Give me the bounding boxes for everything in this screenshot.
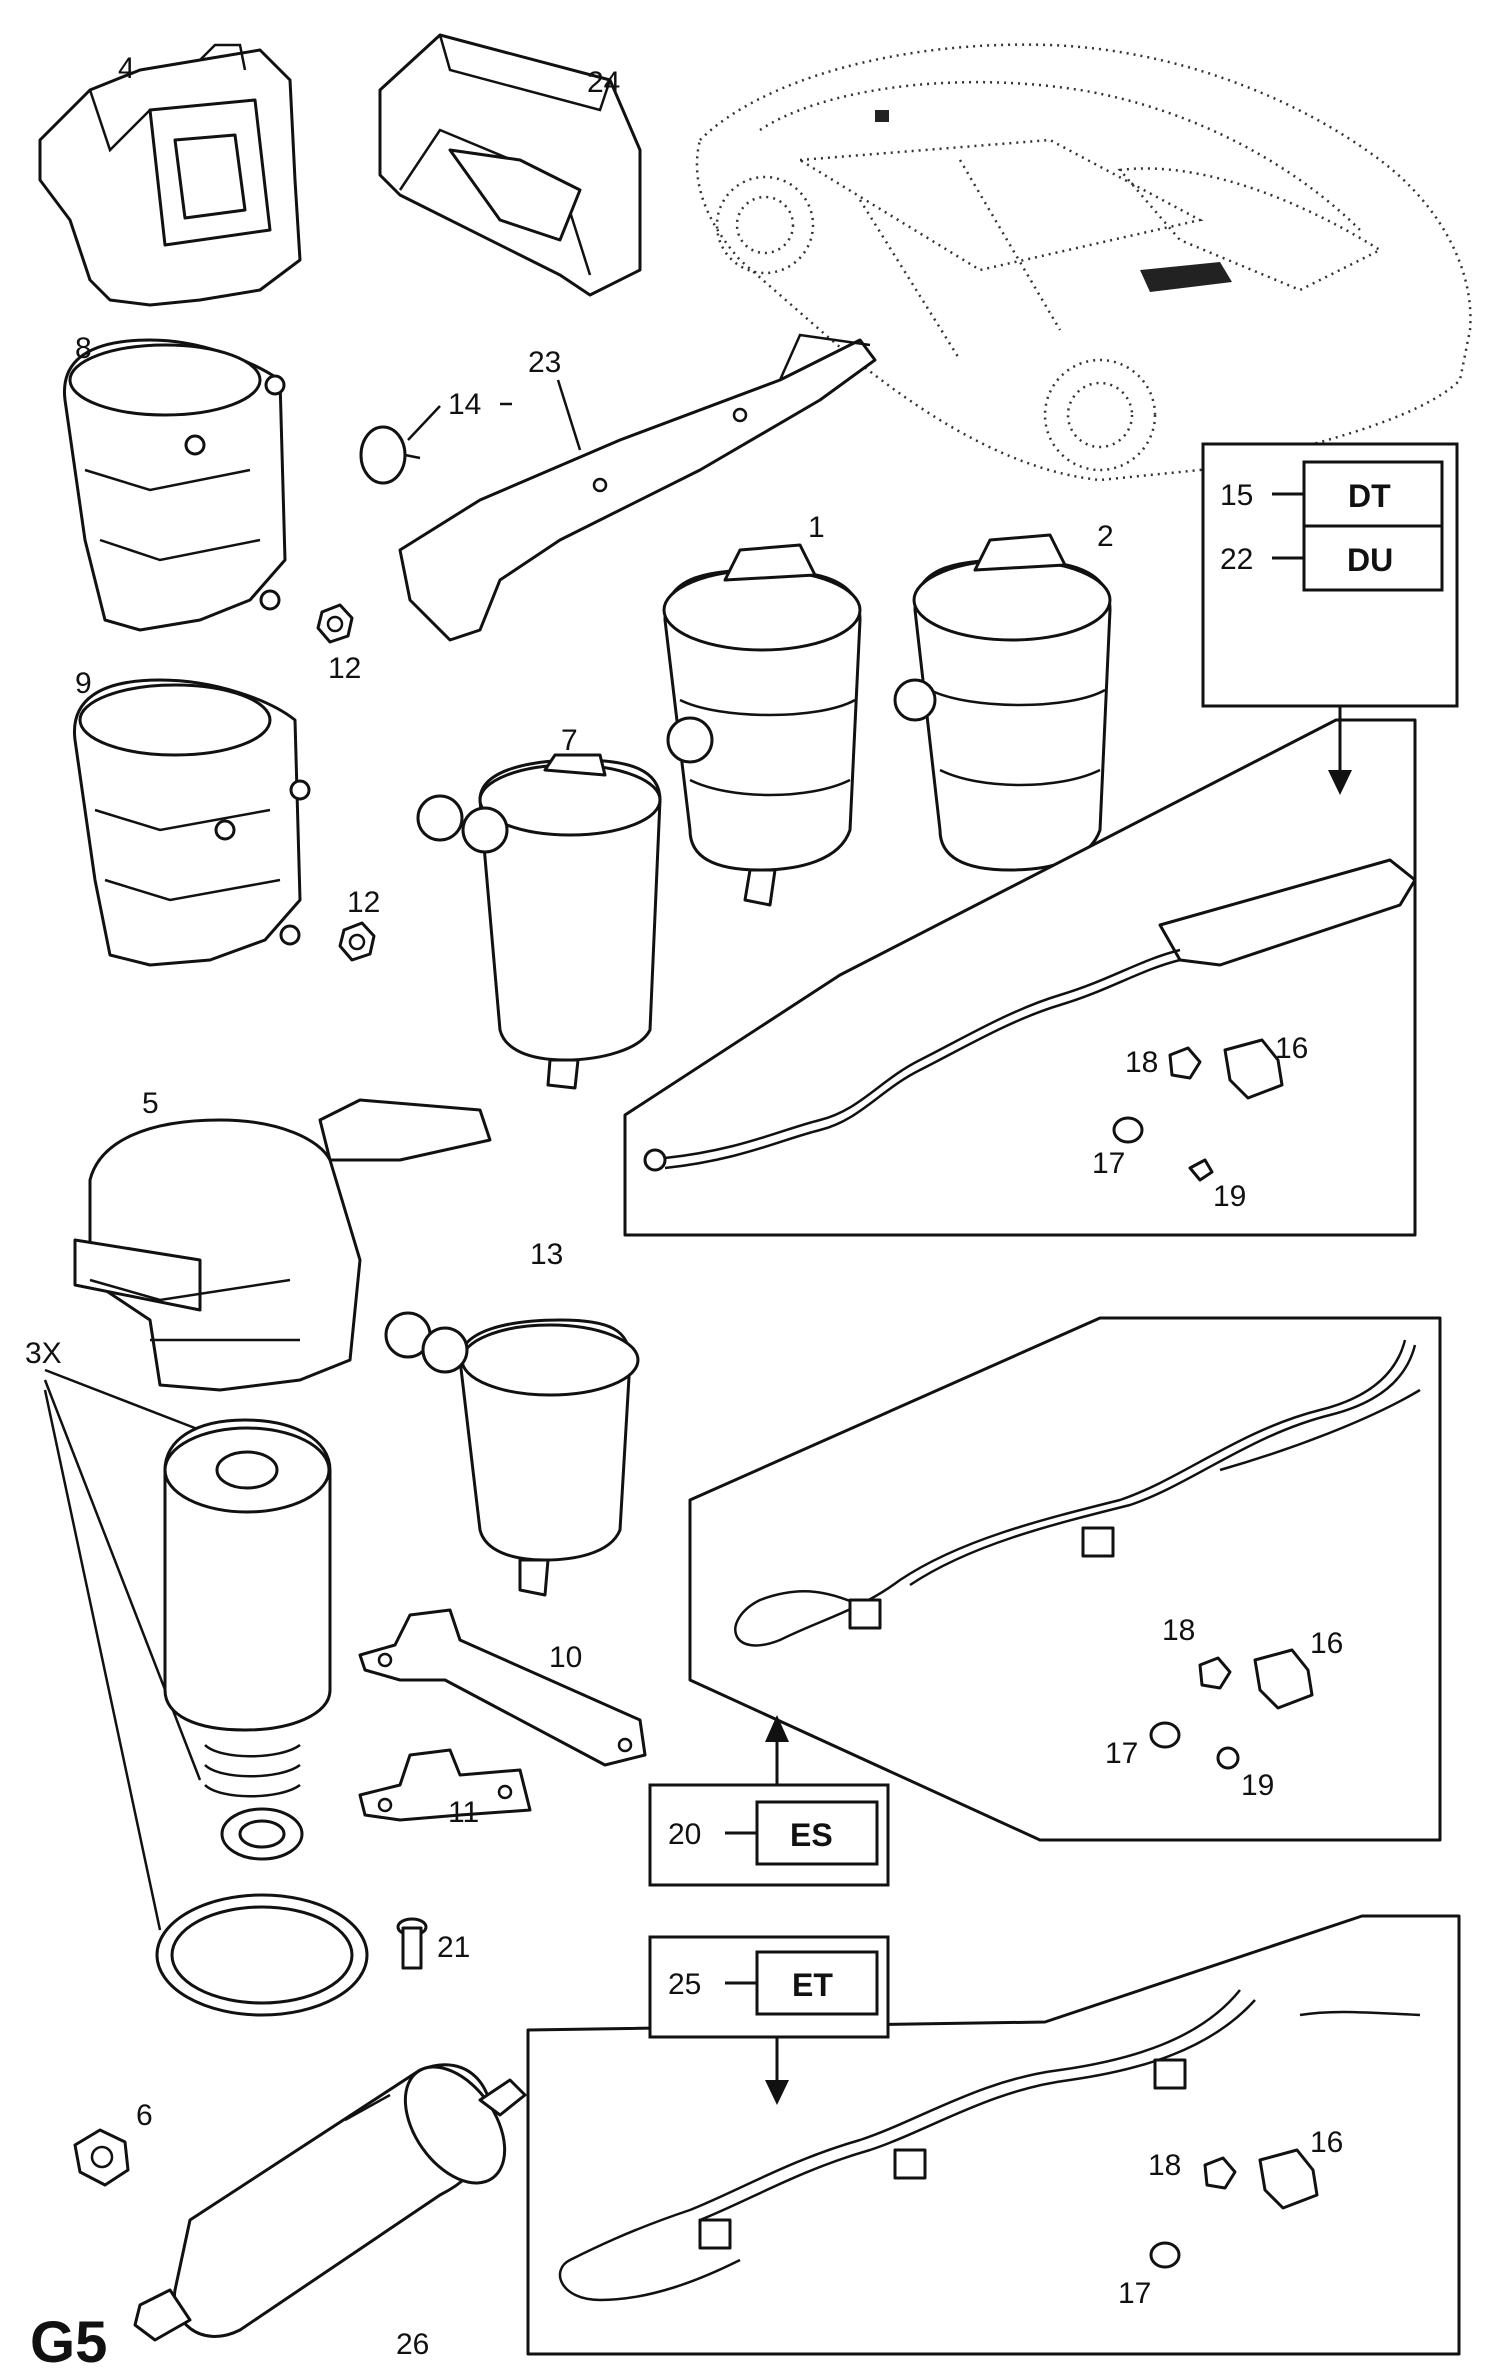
part-11-bracket <box>358 1748 532 1822</box>
callout-23: 23 <box>528 346 561 379</box>
callout-12-lower: 12 <box>347 886 380 919</box>
part-6-nut <box>73 2128 130 2187</box>
page-code: G5 <box>30 2310 107 2372</box>
callout-17-upper: 17 <box>1092 1147 1125 1180</box>
fuel-line-panel-lower <box>526 1914 1461 2356</box>
callout-6: 6 <box>136 2099 153 2132</box>
part-10-bracket <box>358 1608 647 1767</box>
callout-10: 10 <box>549 1641 582 1674</box>
callout-9: 9 <box>75 667 92 700</box>
callout-2: 2 <box>1097 520 1114 553</box>
option-item-20: 20 <box>668 1818 701 1851</box>
part-4-bracket <box>38 43 302 307</box>
part-7-filter <box>416 753 662 1090</box>
callout-16-lower: 16 <box>1310 2126 1343 2159</box>
part-1-filter <box>662 543 862 907</box>
callout-21: 21 <box>437 1931 470 1964</box>
part-24-shield <box>378 33 642 297</box>
part-26-inline-filter <box>133 2063 527 2342</box>
callout-18-lower: 18 <box>1148 2149 1181 2182</box>
callout-12-upper: 12 <box>328 652 361 685</box>
part-13-filter <box>384 1311 640 1597</box>
clips-upper <box>1112 1038 1284 1182</box>
callout-26: 26 <box>396 2328 429 2361</box>
callout-14: 14 <box>448 388 481 421</box>
callout-3x: 3X <box>25 1337 62 1370</box>
callout-19-middle: 19 <box>1241 1769 1274 1802</box>
option-item-15: 15 <box>1220 479 1253 512</box>
callout-1: 1 <box>808 511 825 544</box>
part-3x-filter-insert <box>43 1368 369 2017</box>
fuel-line-panel-middle <box>688 1316 1442 1842</box>
option-box-es <box>648 1715 890 1887</box>
callout-4: 4 <box>118 52 135 85</box>
callout-17-lower: 17 <box>1118 2277 1151 2310</box>
callout-11: 11 <box>448 1796 479 1829</box>
callout-18-upper: 18 <box>1125 1046 1158 1079</box>
part-14-plug <box>359 425 421 485</box>
callout-5: 5 <box>142 1087 159 1120</box>
callout-17-middle: 17 <box>1105 1737 1138 1770</box>
option-code-du: DU <box>1347 542 1393 578</box>
vehicle-outline <box>695 43 1472 482</box>
fuel-line-panel-upper <box>623 718 1417 1237</box>
callout-24: 24 <box>587 66 620 99</box>
callout-7: 7 <box>561 724 578 757</box>
callout-19-upper: 19 <box>1213 1180 1246 1213</box>
option-item-25: 25 <box>668 1968 701 2001</box>
option-code-dt: DT <box>1348 478 1391 514</box>
callout-16-middle: 16 <box>1310 1627 1343 1660</box>
part-2-filter <box>893 533 1112 872</box>
option-code-et: ET <box>792 1967 833 2003</box>
callout-16-upper: 16 <box>1275 1032 1308 1065</box>
part-23-bracket <box>398 333 877 642</box>
part-8-housing <box>62 338 287 632</box>
option-code-es: ES <box>790 1817 833 1853</box>
part-5-housing <box>73 1098 492 1392</box>
part-21-bolt <box>396 1917 428 1970</box>
part-9-housing <box>72 678 311 967</box>
callout-18-middle: 18 <box>1162 1614 1195 1647</box>
option-item-22: 22 <box>1220 543 1253 576</box>
option-box-et <box>648 1935 890 2105</box>
callout-8: 8 <box>75 332 92 365</box>
callout-13: 13 <box>530 1238 563 1271</box>
nuts-12 <box>316 603 376 962</box>
option-box-dt-du <box>1201 442 1459 795</box>
